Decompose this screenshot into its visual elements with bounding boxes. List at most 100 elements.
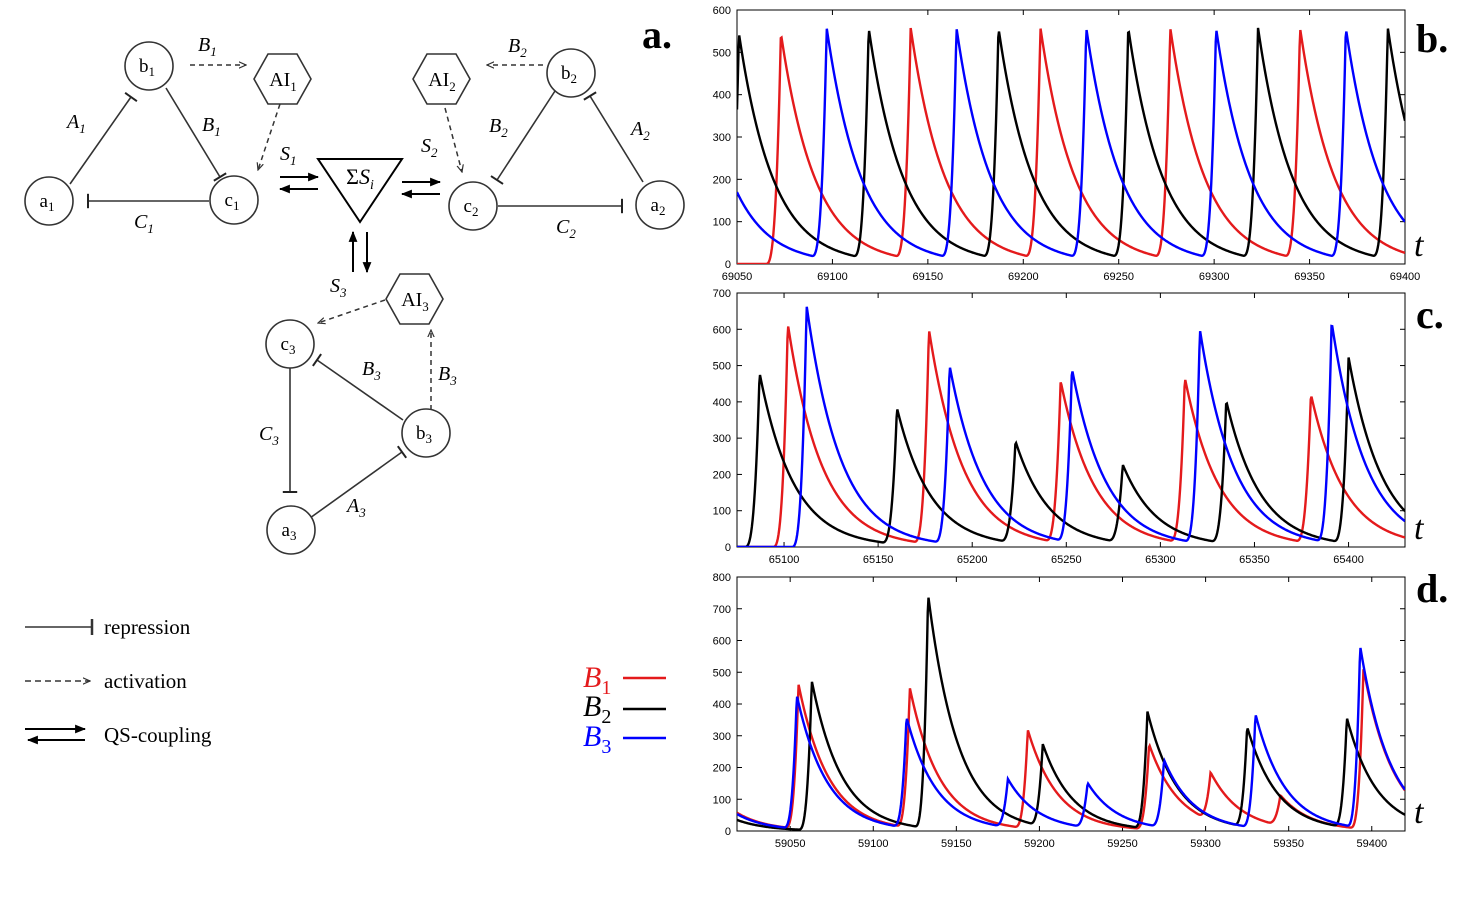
panel-label-a: a. xyxy=(642,12,672,57)
x-tick-label: 69200 xyxy=(1008,271,1039,283)
legend-b3-label: B3 xyxy=(583,720,611,758)
label-b2-activation: B2 xyxy=(508,35,527,60)
svg-text:a2: a2 xyxy=(651,195,666,218)
y-tick-label: 400 xyxy=(713,699,731,711)
x-tick-label: 69250 xyxy=(1103,271,1134,283)
edge-ai3-c3 xyxy=(318,299,386,323)
diagram-key: repression activation QS-coupling xyxy=(25,615,212,747)
label-a2: A2 xyxy=(629,118,650,143)
svg-text:b2: b2 xyxy=(561,63,577,86)
x-tick-label: 69100 xyxy=(817,271,848,283)
x-tick-label: 69300 xyxy=(1199,271,1230,283)
label-b3-activation: B3 xyxy=(438,363,457,388)
x-tick-label: 65150 xyxy=(863,554,894,566)
y-tick-label: 200 xyxy=(713,174,731,186)
svg-text:c3: c3 xyxy=(281,334,296,357)
series-line-b1 xyxy=(737,27,1405,264)
label-b1-repression: B1 xyxy=(202,114,221,139)
hub-triangle xyxy=(316,158,404,224)
y-tick-label: 100 xyxy=(713,794,731,806)
y-tick-label: 500 xyxy=(713,47,731,59)
x-tick-label: 65200 xyxy=(957,554,988,566)
plot-frame-d xyxy=(736,576,1406,832)
svg-text:b1: b1 xyxy=(139,56,155,79)
y-tick-label: 500 xyxy=(713,361,731,373)
y-tick-label: 600 xyxy=(713,5,731,17)
panel-label-d: d. xyxy=(1416,566,1448,611)
node-b1: b1 xyxy=(124,41,174,91)
x-tick-label: 65350 xyxy=(1239,554,1270,566)
edge-a2-b2 xyxy=(583,91,644,183)
x-tick-label: 59300 xyxy=(1190,838,1221,850)
y-tick-label: 300 xyxy=(713,132,731,144)
series-line-b2 xyxy=(737,597,1405,831)
key-activation-label: activation xyxy=(104,669,187,693)
x-tick-label: 69400 xyxy=(1390,271,1421,283)
x-tick-label: 59200 xyxy=(1024,838,1055,850)
edge-ai1-c1 xyxy=(258,103,281,170)
svg-text:b3: b3 xyxy=(416,423,432,446)
series-line-b2 xyxy=(737,27,1405,258)
x-tick-label: 59150 xyxy=(941,838,972,850)
y-tick-label: 0 xyxy=(725,542,731,554)
x-tick-label: 65100 xyxy=(769,554,800,566)
node-a2: a2 xyxy=(635,180,685,230)
key-repression-label: repression xyxy=(104,615,191,639)
y-tick-label: 0 xyxy=(725,259,731,271)
node-b3: b3 xyxy=(401,408,451,458)
panel-label-b: b. xyxy=(1416,16,1448,61)
x-tick-label: 69150 xyxy=(913,271,944,283)
x-tick-label: 65250 xyxy=(1051,554,1082,566)
x-tick-label: 59100 xyxy=(858,838,889,850)
hub-label: ΣSi xyxy=(346,164,374,193)
x-axis-label: t xyxy=(1414,794,1425,831)
label-s2: S2 xyxy=(421,135,438,160)
edge-b3-c3 xyxy=(312,353,404,421)
label-c2: C2 xyxy=(556,216,576,241)
x-axis-label: t xyxy=(1414,227,1425,264)
x-tick-label: 65400 xyxy=(1333,554,1364,566)
x-tick-label: 69350 xyxy=(1294,271,1325,283)
svg-text:a1: a1 xyxy=(40,191,55,214)
label-a1: A1 xyxy=(65,111,86,136)
y-tick-label: 300 xyxy=(713,731,731,743)
x-tick-label: 59250 xyxy=(1107,838,1138,850)
y-tick-label: 100 xyxy=(713,217,731,229)
y-tick-label: 0 xyxy=(725,826,731,838)
x-tick-label: 59350 xyxy=(1273,838,1304,850)
edge-ai2-c2 xyxy=(444,107,462,172)
edge-a1-b1 xyxy=(69,92,138,185)
label-b3-repression: B3 xyxy=(362,358,381,383)
edge-a3-b3 xyxy=(309,445,408,519)
x-tick-label: 65300 xyxy=(1145,554,1176,566)
label-s1: S1 xyxy=(280,143,297,168)
svg-text:c1: c1 xyxy=(225,190,240,213)
node-c1: c1 xyxy=(209,175,259,225)
y-tick-label: 700 xyxy=(713,288,731,300)
label-c1: C1 xyxy=(134,211,154,236)
y-tick-label: 700 xyxy=(713,604,731,616)
y-tick-label: 200 xyxy=(713,469,731,481)
svg-text:c2: c2 xyxy=(464,196,479,219)
node-b2: b2 xyxy=(546,48,596,98)
y-tick-label: 600 xyxy=(713,636,731,648)
y-tick-label: 500 xyxy=(713,667,731,679)
plot-frame-b xyxy=(736,9,1406,265)
label-b2-repression: B2 xyxy=(489,115,508,140)
ai1-node: AI1 xyxy=(253,53,312,105)
series-line-b3 xyxy=(737,28,1405,258)
series-line-b3 xyxy=(737,647,1405,829)
svg-text:AI1: AI1 xyxy=(269,69,297,94)
y-tick-label: 800 xyxy=(713,572,731,584)
series-line-b2 xyxy=(737,357,1405,547)
x-tick-label: 59050 xyxy=(775,838,806,850)
panel-label-c: c. xyxy=(1416,292,1444,337)
ai2-node: AI2 xyxy=(412,53,471,105)
series-legend: B1 B2 B3 xyxy=(583,661,666,758)
svg-text:AI3: AI3 xyxy=(401,289,429,314)
svg-text:AI2: AI2 xyxy=(428,69,456,94)
network-diagram: ΣSi AI1 AI2 AI3 a1 b1 c1 b2 c2 a2 c3 b3 … xyxy=(24,34,685,747)
edge-b2-c2 xyxy=(490,90,556,185)
node-c3: c3 xyxy=(265,319,315,369)
